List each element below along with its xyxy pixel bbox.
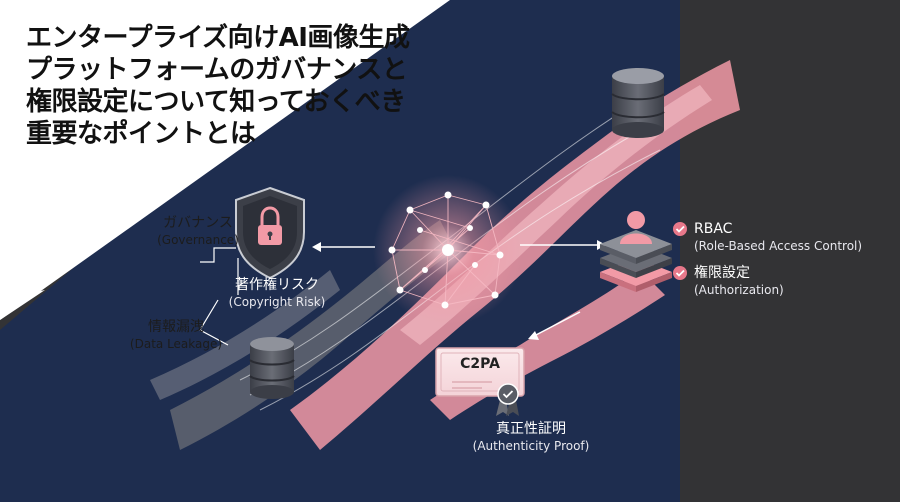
title-line-1: エンタープライズ向けAI画像生成 xyxy=(26,23,410,53)
authenticity-label-main: 真正性証明 xyxy=(496,421,566,437)
network-nodes xyxy=(388,191,504,309)
check-circle-icon-authorization xyxy=(673,266,687,280)
title-line-2: プラットフォームのガバナンスと xyxy=(26,55,408,85)
leakage-label-main: 情報漏洩 xyxy=(148,319,204,335)
arrow-to-c2pa xyxy=(533,311,581,337)
authorization-label: 権限設定 (Authorization) xyxy=(694,264,784,298)
page-title: エンタープライズ向けAI画像生成 プラットフォームのガバナンスと 権限設定につい… xyxy=(26,22,446,150)
light-panel xyxy=(0,0,450,320)
certificate-icon xyxy=(435,347,525,416)
neural-network-icon xyxy=(391,194,501,306)
authenticity-label: 真正性証明 (Authenticity Proof) xyxy=(456,420,606,454)
leakage-label-sub: (Data Leakage) xyxy=(129,337,223,351)
copyright-label: 著作権リスク (Copyright Risk) xyxy=(218,276,336,310)
c2pa-badge-text: C2PA xyxy=(460,356,500,372)
governance-label-main: ガバナンス xyxy=(163,215,233,231)
leakage-label: 情報漏洩 (Data Leakage) xyxy=(124,318,228,352)
governance-label-sub: (Governance) xyxy=(157,233,239,247)
governance-label: ガバナンス (Governance) xyxy=(148,214,248,248)
copyright-label-main: 著作権リスク xyxy=(235,277,319,293)
title-line-4: 重要なポイントとは xyxy=(26,119,256,149)
authorization-label-sub: (Authorization) xyxy=(694,283,784,297)
check-circle-icon-rbac xyxy=(673,222,687,236)
shield-lock-icon xyxy=(235,186,305,280)
title-line-3: 権限設定について知っておくべき xyxy=(26,87,406,117)
authenticity-label-sub: (Authenticity Proof) xyxy=(472,439,590,453)
rbac-label: RBAC (Role-Based Access Control) xyxy=(694,220,862,254)
database-icon-top xyxy=(611,68,665,138)
rbac-label-main: RBAC xyxy=(694,221,733,237)
left-connectors xyxy=(199,247,239,346)
database-icon-left xyxy=(249,337,295,399)
user-layers-icon xyxy=(600,211,672,292)
copyright-label-sub: (Copyright Risk) xyxy=(228,295,326,309)
authorization-label-main: 権限設定 xyxy=(694,265,750,281)
rbac-label-sub: (Role-Based Access Control) xyxy=(694,239,863,253)
